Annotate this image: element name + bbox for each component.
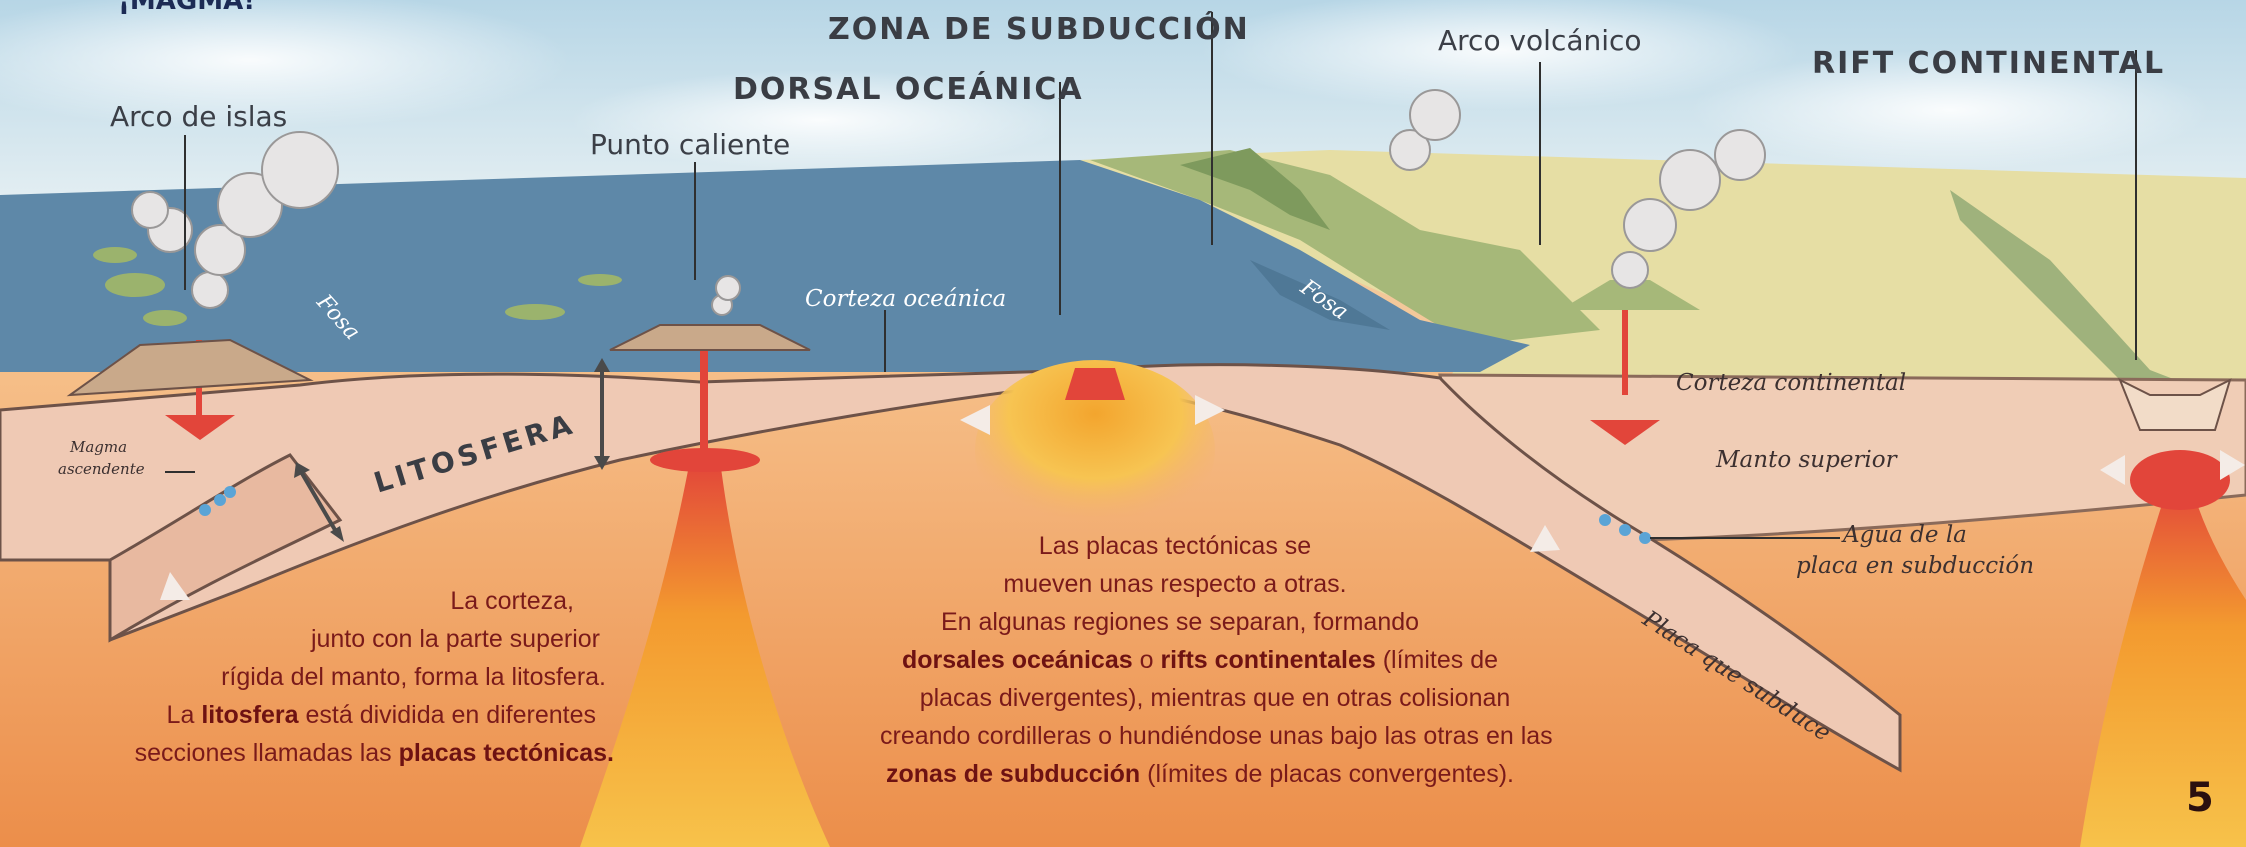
ocean bbox=[0, 160, 1530, 372]
text-left-line5: secciones llamadas las placas tectónicas… bbox=[134, 739, 614, 767]
text-center-line4: dorsales oceánicas o rifts continentales… bbox=[901, 646, 1499, 674]
motion-arrow bbox=[160, 572, 190, 600]
rift-plume bbox=[2080, 480, 2246, 847]
label-corteza-oceanica: Corteza oceánica bbox=[805, 286, 1007, 312]
arc-magma-chamber bbox=[1590, 420, 1660, 445]
mountain-ridge bbox=[1180, 148, 1330, 230]
island bbox=[93, 247, 137, 263]
text-center: Las placas tectónicas se mueven unas res… bbox=[850, 527, 1553, 793]
lithosphere-left bbox=[0, 368, 1092, 643]
label-magma-line1: Magma bbox=[70, 438, 128, 456]
motion-arrow bbox=[960, 405, 990, 435]
label-arco-volcanico: Arco volcánico bbox=[1438, 24, 1642, 57]
island-arc-volcano bbox=[66, 338, 314, 397]
label-rift-continental: RIFT CONTINENTAL bbox=[1812, 46, 2166, 81]
cloud bbox=[1690, 50, 2210, 170]
island bbox=[578, 274, 622, 286]
text-center-line6: creando cordilleras o hundiéndose unas b… bbox=[880, 722, 1553, 750]
thickness-arrow bbox=[298, 468, 340, 537]
motion-arrow bbox=[1530, 525, 1560, 552]
rift-valley bbox=[1950, 190, 2215, 400]
label-agua-line1: Agua de la bbox=[1843, 522, 1967, 548]
label-corteza-continental: Corteza continental bbox=[1676, 370, 1907, 396]
ridge-magma bbox=[1065, 368, 1125, 400]
volcanic-mountains bbox=[1090, 150, 1600, 345]
rift-magma-chamber bbox=[2130, 450, 2230, 510]
label-punto-caliente: Punto caliente bbox=[590, 128, 791, 161]
text-left-line2: junto con la parte superior bbox=[310, 625, 600, 653]
text-left: La corteza, junto con la parte superior … bbox=[135, 582, 614, 772]
hotspot-island bbox=[609, 324, 811, 351]
trench-right bbox=[1250, 260, 1390, 330]
label-agua-line2: placa en subducción bbox=[1796, 553, 2035, 579]
smoke-hotspot bbox=[711, 275, 741, 316]
text-left-line1: La corteza, bbox=[450, 587, 574, 615]
text-left-line3: rígida del manto, forma la litosfera. bbox=[221, 663, 606, 691]
arc-volcano bbox=[1560, 280, 1700, 310]
ridge-magma-glow bbox=[975, 360, 1215, 540]
hotspot-plume bbox=[580, 460, 830, 847]
cloud bbox=[1200, 0, 1800, 110]
rift-shoulders bbox=[2118, 377, 2232, 431]
smoke-volcanic-arc bbox=[1389, 89, 1766, 289]
label-dorsal-oceanica: DORSAL OCEÁNICA bbox=[733, 72, 1084, 107]
page-number: 5 bbox=[2186, 775, 2214, 821]
motion-arrow bbox=[2220, 450, 2245, 480]
label-manto-superior: Manto superior bbox=[1716, 447, 1897, 473]
subducting-plate bbox=[1088, 363, 1902, 773]
motion-arrow bbox=[1195, 395, 1225, 425]
text-center-line2: mueven unas respecto a otras. bbox=[1003, 570, 1347, 598]
header-fragment: ¡MAGMA! bbox=[118, 0, 256, 16]
island bbox=[105, 273, 165, 297]
text-center-line7: zonas de subducción (límites de placas c… bbox=[886, 760, 1514, 788]
text-center-line5: placas divergentes), mientras que en otr… bbox=[919, 684, 1511, 712]
motion-arrow bbox=[2100, 455, 2125, 485]
cloud bbox=[0, 0, 570, 130]
leader-lines bbox=[165, 12, 2137, 539]
hotspot-conduit bbox=[700, 330, 708, 460]
text-center-line1: Las placas tectónicas se bbox=[1038, 532, 1312, 560]
text-left-line4: La litosfera está dividida en diferentes bbox=[166, 701, 596, 729]
smoke-island-arc bbox=[131, 131, 339, 309]
label-magma-line2: ascendente bbox=[58, 460, 145, 478]
cloud bbox=[570, 70, 1070, 170]
island-magma-chamber bbox=[165, 415, 235, 440]
arc-conduit bbox=[1622, 305, 1628, 395]
island bbox=[505, 304, 565, 320]
text-center-line3: En algunas regiones se separan, formando bbox=[940, 608, 1420, 636]
water-drops bbox=[199, 486, 1651, 544]
label-arco-islas: Arco de islas bbox=[110, 100, 288, 133]
label-zona-subduccion: ZONA DE SUBDUCCIÓN bbox=[828, 12, 1250, 47]
island bbox=[143, 310, 187, 326]
